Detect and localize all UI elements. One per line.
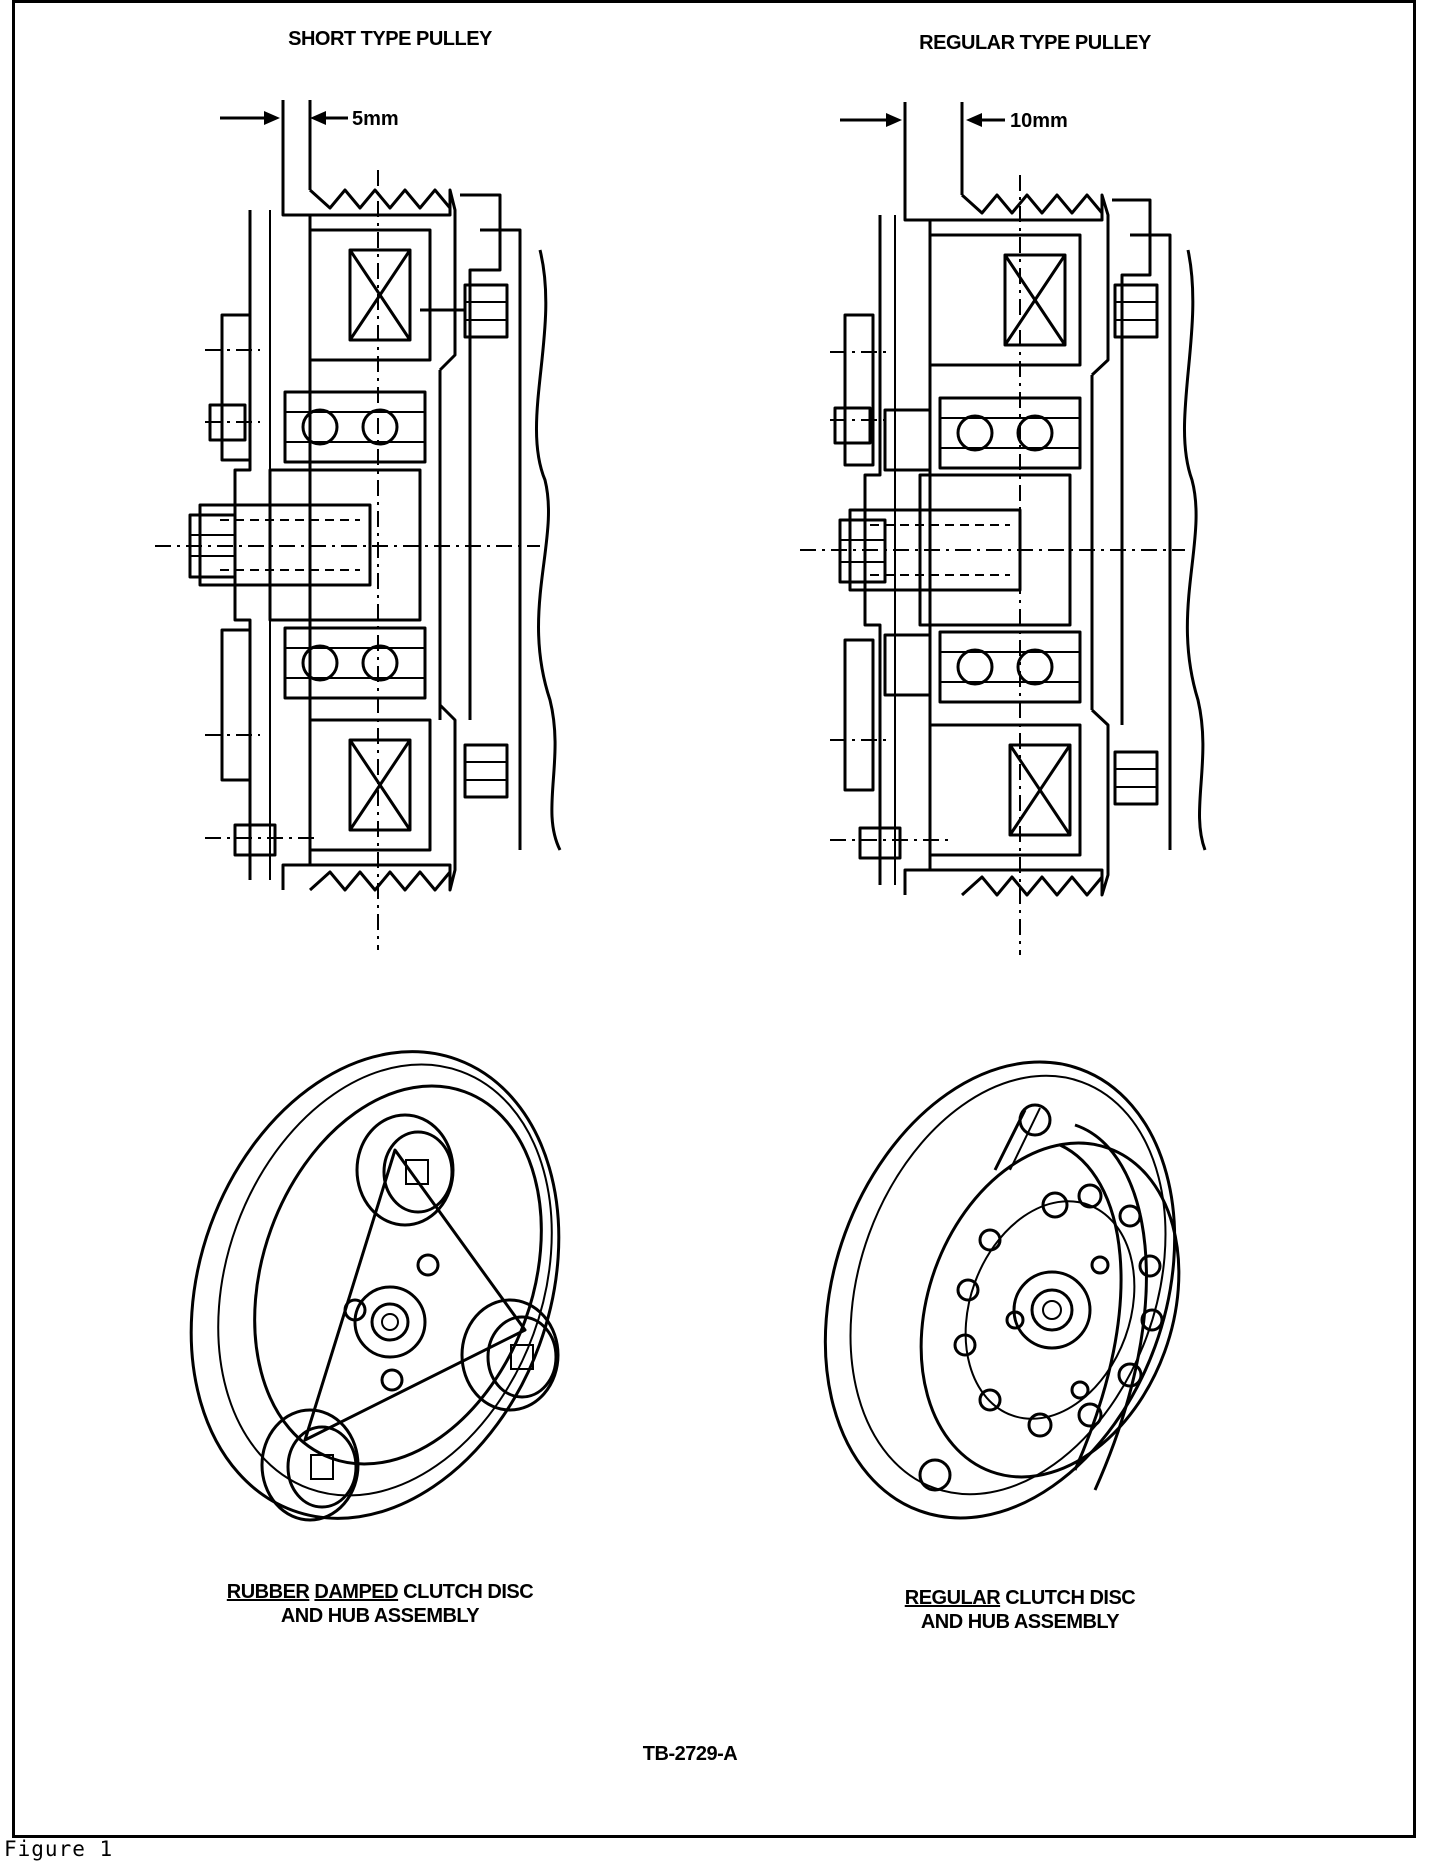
figure-frame [12, 0, 1416, 1838]
caption-clutch-disc-right: CLUTCH DISC [1005, 1587, 1136, 1609]
caption-rubber: RUBBER [226, 1581, 310, 1603]
caption-damped: DAMPED [314, 1581, 399, 1603]
caption-clutch-disc-left: CLUTCH DISC [403, 1581, 534, 1603]
regular-pulley-cross-section [800, 102, 1207, 955]
regular-caption: REGULAR CLUTCH DISC AND HUB ASSEMBLY [860, 1586, 1180, 1634]
short-pulley-offset-label: 5mm [352, 108, 399, 130]
figure-caption: Figure 1 [4, 1837, 114, 1861]
regular-pulley-title: REGULAR TYPE PULLEY [919, 32, 1151, 54]
caption-hub-assembly-left: AND HUB ASSEMBLY [280, 1605, 480, 1627]
short-pulley-title: SHORT TYPE PULLEY [288, 28, 492, 50]
short-pulley-cross-section [155, 100, 562, 950]
caption-regular: REGULAR [904, 1587, 1001, 1609]
rubber-damped-caption: RUBBER DAMPED CLUTCH DISC AND HUB ASSEMB… [190, 1580, 570, 1628]
drawing-number: TB-2729-A [642, 1743, 738, 1765]
regular-pulley-offset-label: 10mm [1010, 110, 1068, 132]
caption-hub-assembly-right: AND HUB ASSEMBLY [920, 1611, 1120, 1633]
rubber-damped-hub-drawing [189, 1050, 561, 1522]
regular-hub-drawing [823, 1060, 1181, 1520]
